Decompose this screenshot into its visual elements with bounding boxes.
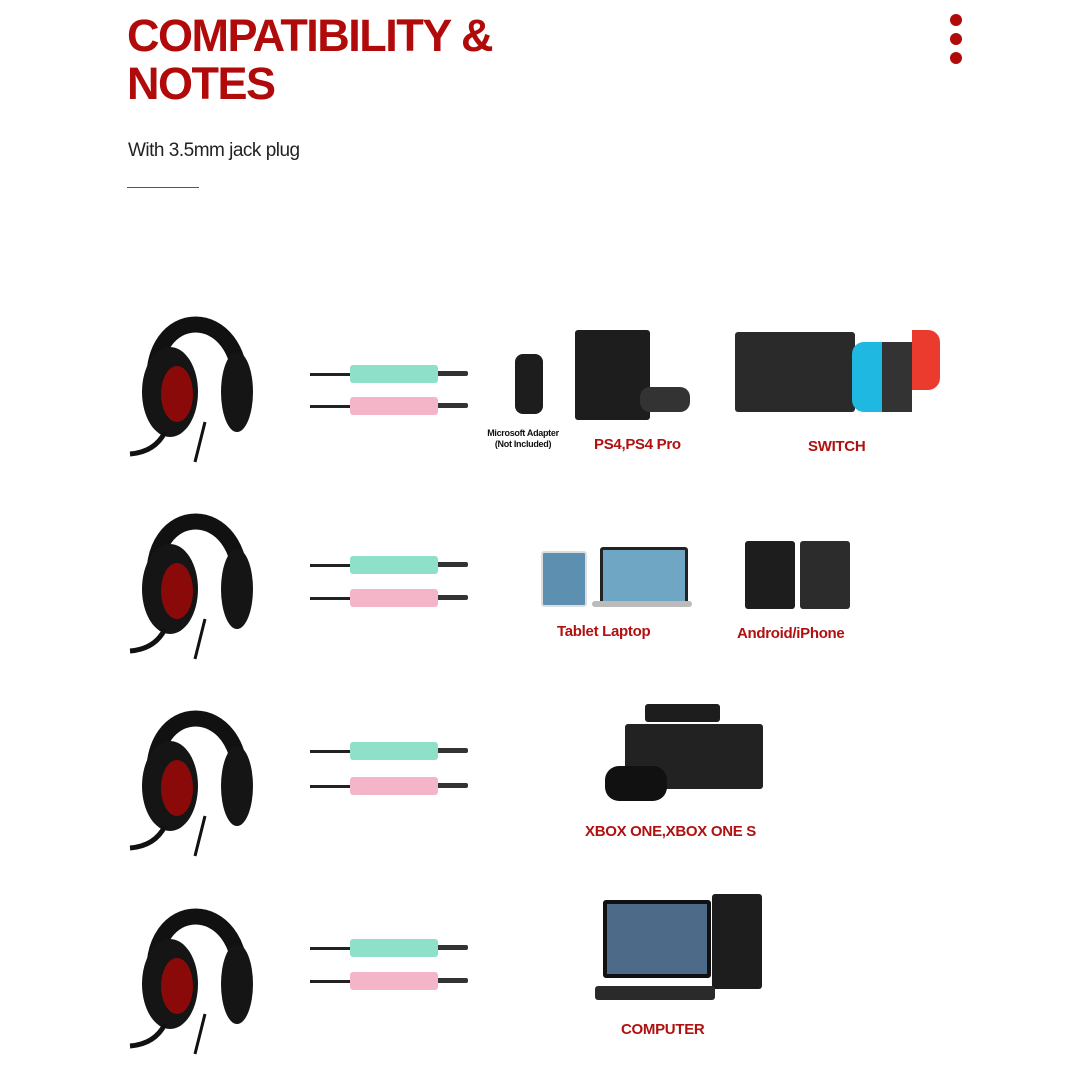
device-label: Microsoft Adapter (Not Included) — [487, 428, 559, 449]
ps4-controller-image — [640, 387, 690, 412]
headset-image — [125, 874, 265, 1059]
ps4-image — [575, 330, 650, 420]
device-label: Tablet Laptop — [557, 623, 651, 640]
audio-plug — [310, 589, 468, 607]
headset-image — [125, 479, 265, 664]
joycon-blue-image — [852, 342, 882, 412]
audio-plug — [310, 972, 468, 990]
compat-row-computer: COMPUTER — [0, 874, 1080, 1064]
adapter-image — [515, 354, 543, 414]
device-label: COMPUTER — [621, 1021, 705, 1038]
laptop-image — [600, 547, 688, 605]
subtitle: With 3.5mm jack plug — [128, 140, 300, 161]
compat-row-mobile: Tablet Laptop Android/iPhone — [0, 479, 1080, 669]
joycon-red-image — [912, 330, 940, 390]
mic-plug — [310, 939, 468, 957]
mic-plug — [310, 742, 468, 760]
mic-plug — [310, 556, 468, 574]
laptop-base — [592, 601, 692, 607]
kinect-image — [645, 704, 720, 722]
divider — [127, 187, 199, 188]
device-label: XBOX ONE,XBOX ONE S — [585, 823, 757, 840]
title-line-1: COMPATIBILITY & — [127, 10, 494, 61]
headset-image — [125, 282, 265, 467]
page-title: COMPATIBILITY &NOTES — [127, 10, 494, 109]
monitor-image — [603, 900, 711, 978]
device-label: SWITCH — [808, 438, 866, 455]
phone-image — [745, 541, 795, 609]
switch-screen-image — [882, 342, 912, 412]
tablet-image — [541, 551, 587, 607]
pc-tower-image — [712, 894, 762, 989]
compat-row-playstation-switch: Microsoft Adapter (Not Included) PS4,PS4… — [0, 282, 1080, 472]
device-label: Android/iPhone — [737, 625, 845, 642]
compat-row-xbox: XBOX ONE,XBOX ONE S — [0, 676, 1080, 866]
more-options-icon[interactable] — [948, 14, 964, 71]
mic-plug — [310, 365, 468, 383]
phone-image — [800, 541, 850, 609]
xbox-controller-image — [605, 766, 667, 801]
keyboard-image — [595, 986, 715, 1000]
device-label: PS4,PS4 Pro — [594, 436, 681, 453]
audio-plug — [310, 777, 468, 795]
switch-dock-image — [735, 332, 855, 412]
headset-image — [125, 676, 265, 861]
audio-plug — [310, 397, 468, 415]
title-line-2: NOTES — [127, 58, 276, 109]
